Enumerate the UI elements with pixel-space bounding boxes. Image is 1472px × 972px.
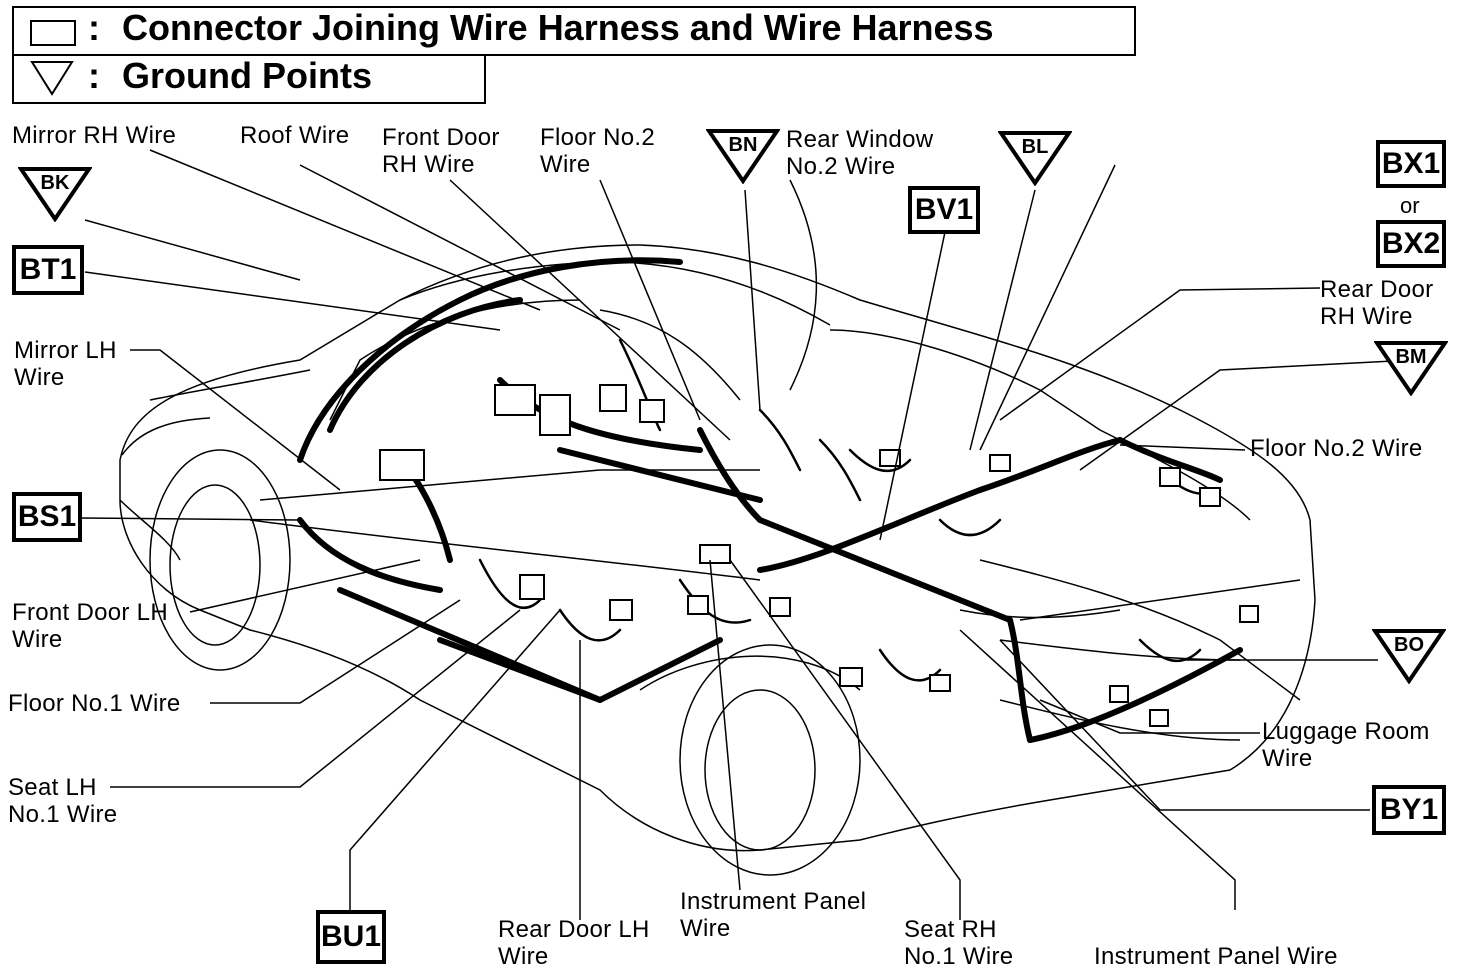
label-floor-no2-top-1: Floor No.2 [540,124,656,151]
ground-bm: BM [1374,340,1448,396]
label-mirror-lh-1: Mirror LH [14,337,117,364]
ground-bk: BK [18,166,92,222]
label-seat-lh-1: Seat LH [8,774,97,801]
label-rear-door-lh-1: Rear Door LH [498,916,650,943]
ground-bn: BN [706,128,780,184]
ground-symbol-icon [30,61,74,96]
ground-bo-label: BO [1394,634,1424,656]
label-rear-door-lh-2: Wire [498,943,549,970]
connector-bu1: BU1 [316,910,386,964]
ground-bm-label: BM [1395,346,1427,368]
label-luggage-room-1: Luggage Room [1262,718,1430,745]
label-rear-door-rh-2: RH Wire [1320,303,1413,330]
label-instrument-panel-bottom: Instrument Panel Wire [1094,943,1338,970]
ground-bk-label: BK [40,172,70,194]
label-front-door-rh-2: RH Wire [382,151,475,178]
leader-lines [79,149,1413,920]
ground-bn-triangle-icon [706,129,780,184]
label-seat-rh-1: Seat RH [904,916,997,943]
legend-connector-colon: : [88,7,100,48]
connector-bx1: BX1 [1376,140,1446,188]
connector-bx2: BX2 [1376,220,1446,268]
label-mirror-rh-wire: Mirror RH Wire [12,122,177,149]
legend-ground-box [12,54,486,104]
ground-bo: BO [1372,628,1446,684]
car-body-outline [119,244,1316,876]
connector-bv1: BV1 [908,186,980,234]
connector-by1: BY1 [1372,785,1446,835]
label-floor-no1: Floor No.1 Wire [8,690,181,717]
label-rear-window-1: Rear Window [786,126,934,153]
label-instrument-panel-mid-2: Wire [680,915,731,942]
label-seat-rh-2: No.1 Wire [904,943,1014,970]
label-instrument-panel-mid-1: Instrument Panel [680,888,867,915]
ground-bk-triangle-icon [18,167,92,222]
label-luggage-room-2: Wire [1262,745,1313,772]
label-front-door-lh-1: Front Door LH [12,599,168,626]
label-front-door-lh-2: Wire [12,626,63,653]
ground-bm-triangle-icon [1374,341,1448,396]
label-floor-no2-top-2: Wire [540,151,591,178]
label-front-door-rh-1: Front Door [382,124,500,151]
label-seat-lh-2: No.1 Wire [8,801,118,828]
wire-harness-bundles [297,257,1243,743]
legend-connector-box [12,6,1136,56]
legend-ground-text: Ground Points [122,55,372,96]
ground-bl: BL [998,130,1072,186]
label-floor-no2-right: Floor No.2 Wire [1250,435,1423,462]
legend-ground-colon: : [88,55,100,96]
ground-bl-triangle-icon [998,131,1072,186]
legend-connector-text: Connector Joining Wire Harness and Wire … [122,7,994,48]
wire-branches [478,338,1222,682]
or-label: or [1400,193,1420,218]
label-rear-door-rh-1: Rear Door [1320,276,1434,303]
label-rear-window-2: No.2 Wire [786,153,896,180]
component-connectors [379,384,1259,727]
label-roof-wire: Roof Wire [240,122,350,149]
ground-bo-triangle-icon [1372,629,1446,684]
connector-bt1: BT1 [12,245,84,295]
connector-bs1: BS1 [12,492,82,542]
ground-bl-label: BL [1021,136,1049,158]
label-mirror-lh-2: Wire [14,364,65,391]
connector-symbol-icon [30,20,76,46]
ground-bn-label: BN [728,134,758,156]
